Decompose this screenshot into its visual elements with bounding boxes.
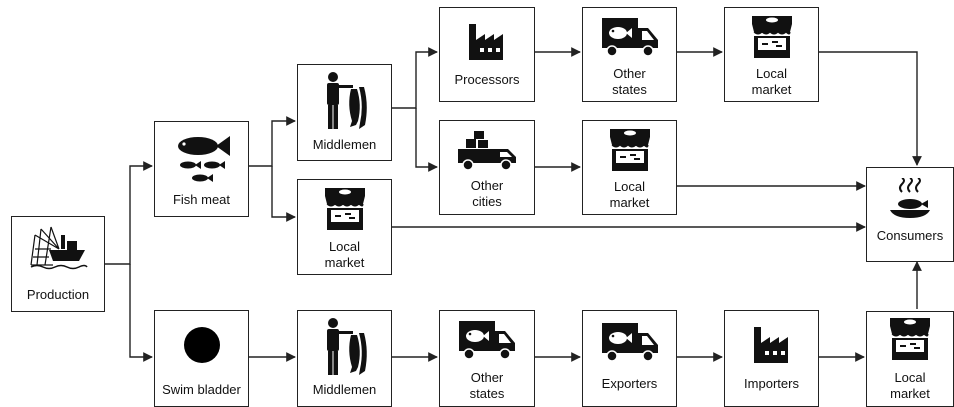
node-local-market-direct: Local market bbox=[297, 179, 392, 275]
factory-icon bbox=[753, 327, 788, 363]
node-local-market-bottom-label: Local market bbox=[890, 370, 930, 401]
fishing-boat-icon bbox=[30, 226, 88, 270]
node-other-states-bottom-label: Other states bbox=[469, 370, 505, 401]
hot-dish-icon bbox=[890, 178, 930, 218]
node-other-states-top-label: Other states bbox=[612, 66, 647, 97]
arrow-middlemen-othercities bbox=[415, 108, 438, 172]
market-stall-icon bbox=[751, 16, 792, 58]
node-production: Production bbox=[11, 216, 105, 312]
node-swim-bladder-label: Swim bladder bbox=[162, 382, 241, 397]
node-other-states-top: Other states bbox=[582, 7, 677, 102]
node-middlemen-bottom-label: Middlemen bbox=[312, 382, 377, 397]
node-middlemen-top-label: Middlemen bbox=[312, 137, 377, 152]
arrow-localmarket-consumers-top bbox=[819, 51, 922, 166]
arrow-production-swimbladder bbox=[129, 264, 153, 362]
node-consumers-label: Consumers bbox=[876, 228, 944, 243]
node-other-cities-label: Other cities bbox=[470, 178, 504, 209]
node-processors-label: Processors bbox=[454, 72, 520, 87]
node-production-label: Production bbox=[26, 287, 90, 302]
node-fish-meat: Fish meat bbox=[154, 121, 249, 217]
fish-icon bbox=[177, 136, 230, 182]
node-importers-label: Importers bbox=[744, 376, 799, 391]
factory-icon bbox=[469, 24, 503, 60]
black-circle-icon bbox=[183, 327, 220, 363]
person-holding-fish-icon bbox=[326, 72, 367, 129]
node-other-states-bottom: Other states bbox=[439, 310, 535, 407]
node-other-cities: Other cities bbox=[439, 120, 535, 215]
market-stall-icon bbox=[890, 318, 930, 360]
person-holding-fish-icon bbox=[326, 318, 367, 375]
node-local-market-states: Local market bbox=[724, 7, 819, 102]
arrow-middlemen-processors bbox=[392, 47, 438, 109]
arrow-fishmeat-middlemen bbox=[249, 116, 296, 167]
node-importers: Importers bbox=[724, 310, 819, 407]
node-exporters-label: Exporters bbox=[601, 376, 658, 391]
node-local-market-cities: Local market bbox=[582, 120, 677, 215]
node-fish-meat-label: Fish meat bbox=[172, 192, 231, 207]
fish-truck-icon bbox=[601, 18, 658, 57]
node-local-market-cities-label: Local market bbox=[609, 179, 650, 210]
arrow-production-fishmeat bbox=[105, 161, 153, 265]
node-consumers: Consumers bbox=[866, 167, 954, 262]
node-swim-bladder: Swim bladder bbox=[154, 310, 249, 407]
node-exporters: Exporters bbox=[582, 310, 677, 407]
fish-truck-icon bbox=[459, 321, 515, 360]
node-local-market-bottom: Local market bbox=[866, 311, 954, 407]
delivery-truck-icon bbox=[458, 131, 516, 171]
market-stall-icon bbox=[324, 188, 365, 230]
node-local-market-direct-label: Local market bbox=[324, 239, 365, 270]
node-middlemen-top: Middlemen bbox=[297, 64, 392, 161]
fish-truck-icon bbox=[601, 323, 658, 362]
node-local-market-states-label: Local market bbox=[751, 66, 792, 97]
node-middlemen-bottom: Middlemen bbox=[297, 310, 392, 407]
arrow-fishmeat-localmarket bbox=[271, 166, 296, 222]
market-stall-icon bbox=[609, 129, 650, 171]
node-processors: Processors bbox=[439, 7, 535, 102]
